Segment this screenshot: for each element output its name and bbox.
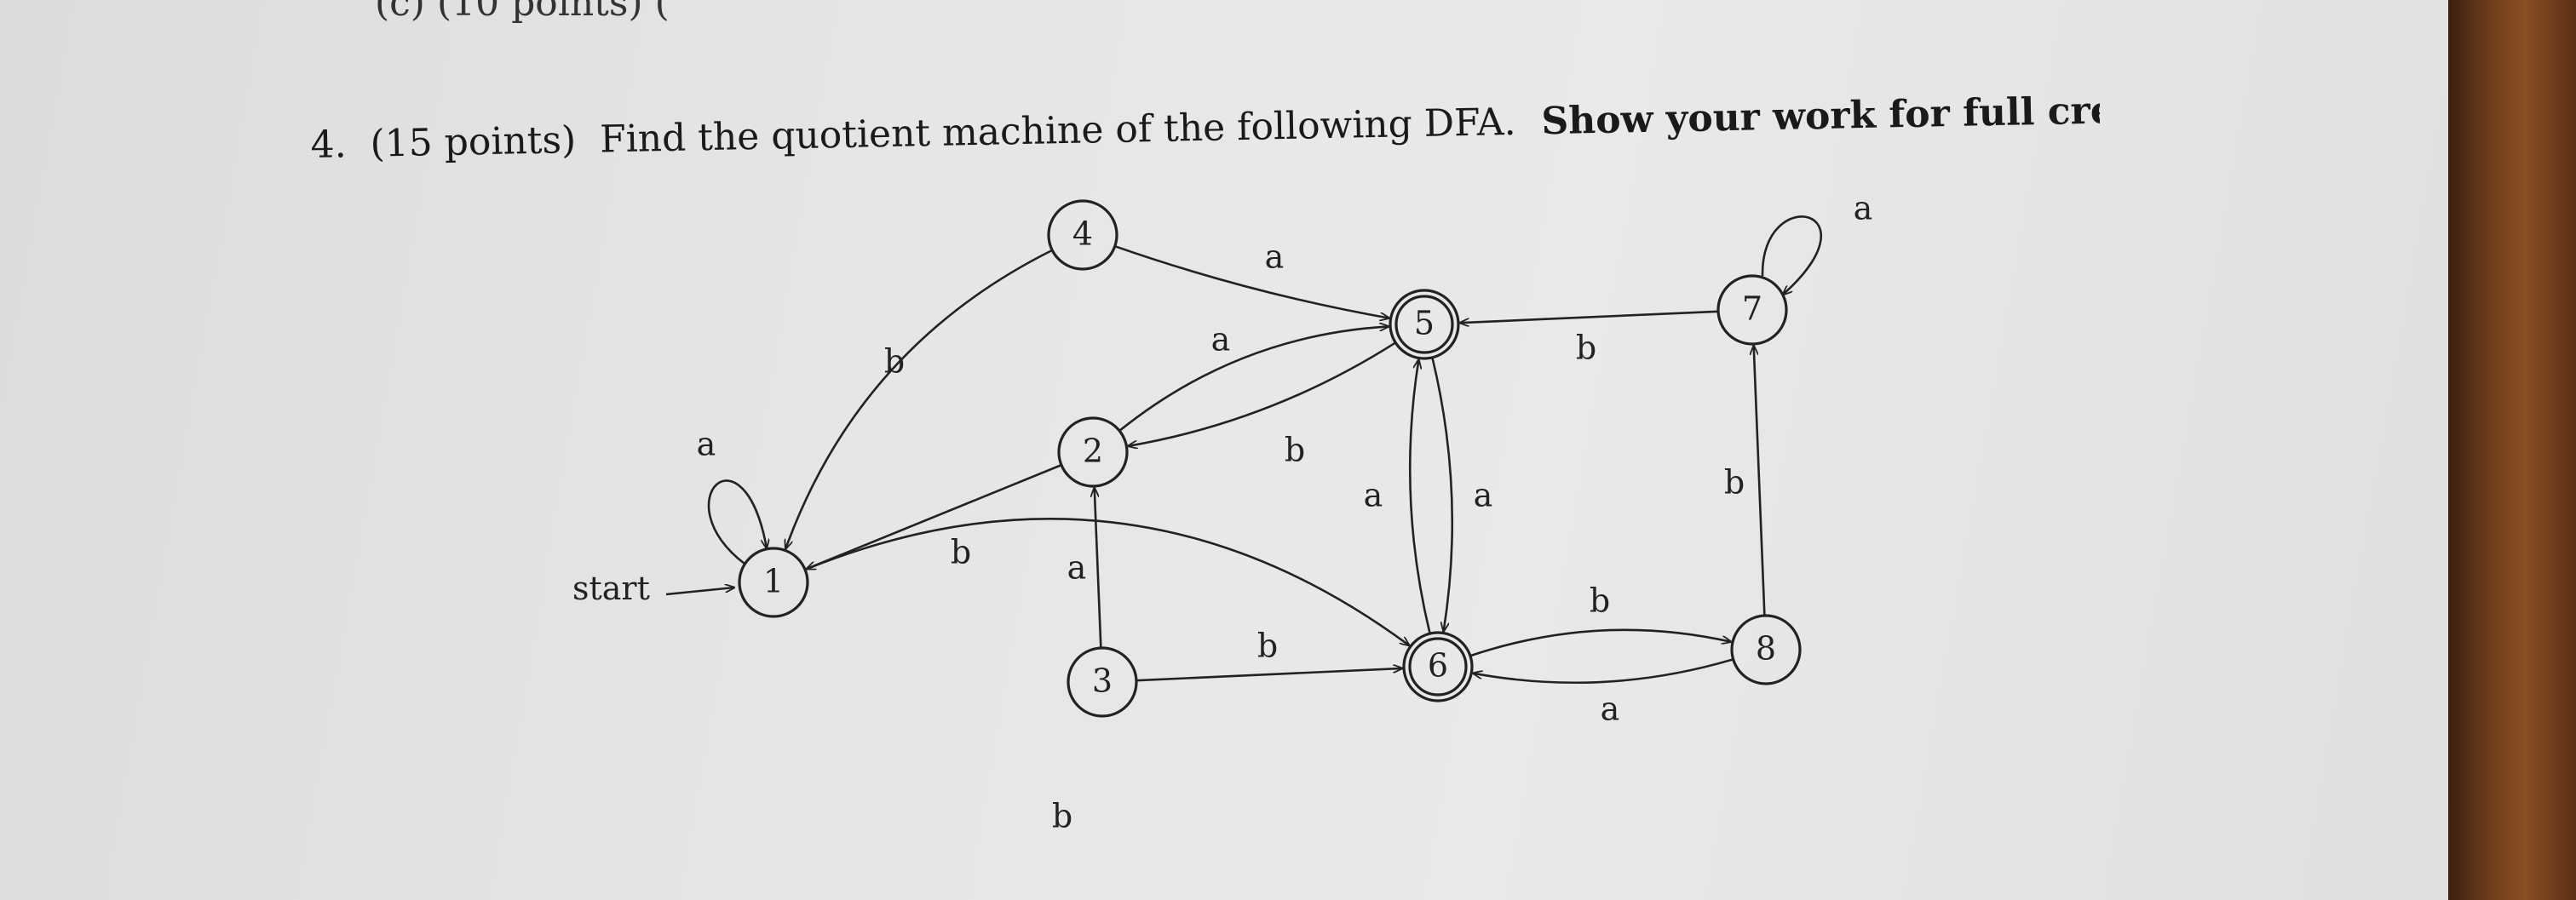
state-6-label: 6 <box>1428 647 1448 685</box>
transition-label-7-to-5: b <box>1576 330 1596 367</box>
transition-arrow-7-to-5 <box>1460 310 1719 323</box>
transition-label-6-to-8: b <box>1590 582 1610 620</box>
transition-label-8-to-6: a <box>1601 691 1620 728</box>
transition-arrow-4-to-5 <box>1114 244 1389 318</box>
question-4: 4. (15 points) Find the quotient machine… <box>311 77 2100 187</box>
state-5-circle <box>1389 289 1460 360</box>
transition-label-4-to-5: a <box>1265 238 1285 276</box>
transition-arrow-8-to-6 <box>1473 658 1734 685</box>
transition-label-8-to-7: b <box>1724 464 1745 502</box>
transition-label-1-to-1: a <box>697 426 716 463</box>
state-4-label: 4 <box>1072 215 1093 253</box>
state-8: 8 <box>1730 614 1802 685</box>
state-2-label: 2 <box>1083 433 1103 470</box>
transition-label-7-to-7: a <box>1854 190 1873 227</box>
state-1-label: 1 <box>763 563 784 600</box>
transition-arrow-6-to-5 <box>1408 359 1431 634</box>
state-1: 1 <box>738 547 809 618</box>
state-6-circle <box>1402 631 1474 702</box>
state-1-circle <box>738 547 809 618</box>
transition-label-3-to-6: b <box>1257 628 1278 665</box>
transition-arrow-1-to-6 <box>804 518 1409 645</box>
state-3-label: 3 <box>1092 662 1113 700</box>
state-3-circle <box>1067 646 1138 718</box>
state-3: 3 <box>1067 646 1138 718</box>
transition-arrow-3-to-2 <box>1095 488 1102 649</box>
transition-arrow-5-to-2 <box>1128 341 1396 445</box>
desk-edge <box>2448 0 2576 900</box>
transition-arrow-1-to-1 <box>707 479 767 565</box>
transition-arrow-8-to-7 <box>1754 346 1766 616</box>
state-6: 6 <box>1402 631 1474 702</box>
state-2-circle <box>1057 416 1129 488</box>
state-5: 5 <box>1389 289 1460 360</box>
transition-arrow-5-to-6 <box>1431 357 1454 632</box>
start-arrow <box>665 588 734 596</box>
state-8-label: 8 <box>1756 630 1776 668</box>
transition-arrow-3-to-6 <box>1136 668 1402 682</box>
start-label: start <box>572 570 650 607</box>
transition-label-3-to-2: a <box>1067 549 1087 587</box>
state-7: 7 <box>1716 274 1788 346</box>
state-4: 4 <box>1047 199 1118 271</box>
question-points: (15 points) <box>370 118 577 166</box>
transition-label-2-to-1: b <box>951 534 971 571</box>
transition-label-4-to-1: b <box>884 343 905 381</box>
state-8-circle <box>1730 614 1802 685</box>
previous-question-text: (c) (10 points) ( <box>375 0 670 25</box>
transition-arrow-4-to-1 <box>785 249 1053 549</box>
state-2: 2 <box>1057 416 1129 488</box>
transition-label-6-to-5: a <box>1364 477 1383 514</box>
transition-arrow-6-to-8 <box>1469 628 1731 657</box>
question-number: 4. <box>311 123 347 167</box>
state-7-circle <box>1716 274 1788 346</box>
transition-label-2-to-5: a <box>1211 321 1231 358</box>
state-6-accept-ring <box>1408 637 1468 696</box>
state-4-circle <box>1047 199 1118 271</box>
transition-arrow-2-to-1 <box>807 463 1062 569</box>
state-5-label: 5 <box>1414 305 1435 342</box>
transition-arrow-2-to-5 <box>1118 326 1389 432</box>
transition-label-5-to-2: b <box>1285 432 1305 469</box>
previous-question-fragment: (c) (10 points) ( <box>375 0 670 25</box>
transition-label-5-to-6: a <box>1474 477 1493 514</box>
state-7-label: 7 <box>1742 290 1762 328</box>
state-5-accept-ring <box>1394 295 1454 354</box>
transition-arrow-7-to-7 <box>1761 215 1823 295</box>
transition-label-1-to-6: b <box>1052 798 1072 835</box>
